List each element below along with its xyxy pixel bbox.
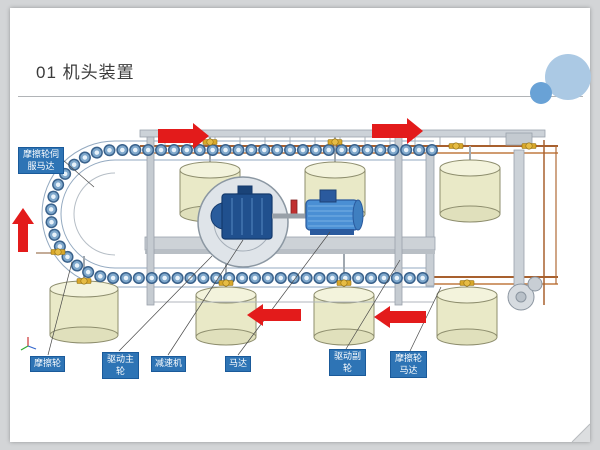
gold-fittings bbox=[50, 138, 537, 287]
right-side-assembly bbox=[505, 132, 543, 311]
roller-drum-bottom-4 bbox=[436, 286, 498, 346]
flow-arrow-bottom-mid-icon bbox=[247, 304, 301, 326]
callout-friction-wheel: 摩擦轮 bbox=[30, 356, 66, 372]
flow-arrow-bottom-right-icon bbox=[374, 306, 426, 328]
flow-arrow-top-right-icon bbox=[372, 118, 423, 144]
roller-drum-bottom-left bbox=[49, 280, 119, 344]
electric-motor bbox=[305, 189, 364, 235]
reducer-gearbox bbox=[210, 185, 273, 240]
decor-circle-large bbox=[545, 54, 591, 100]
roller-drum-bottom-2 bbox=[195, 286, 257, 346]
flow-arrow-top-left-icon bbox=[158, 123, 209, 149]
callout-friction-wheel-servo-motor: 摩擦轮伺服马达 bbox=[18, 147, 64, 175]
title-underline bbox=[18, 96, 583, 97]
coordinate-axes-icon bbox=[20, 337, 37, 351]
page-corner-fold bbox=[571, 423, 591, 443]
flow-arrow-left-up-icon bbox=[12, 208, 34, 252]
callout-leader-lines bbox=[47, 159, 442, 356]
end-plate bbox=[425, 147, 435, 287]
roller-drum-bottom-3 bbox=[313, 286, 375, 346]
callout-drive-secondary-wheel: 驱动副轮 bbox=[329, 349, 366, 377]
decor-circle-small bbox=[530, 82, 552, 104]
base-frame-beam bbox=[144, 236, 436, 303]
page-title: 01 机头装置 bbox=[36, 63, 135, 82]
conveyor-chain bbox=[45, 144, 438, 284]
roller-drum-top-3 bbox=[439, 159, 501, 223]
frame-post-left bbox=[146, 136, 155, 306]
callout-friction-wheel-motor: 摩擦轮马达 bbox=[390, 351, 427, 379]
callout-reducer: 减速机 bbox=[151, 356, 187, 372]
callout-drive-main-wheel: 驱动主轮 bbox=[102, 352, 139, 380]
callout-motor: 马达 bbox=[225, 356, 252, 372]
